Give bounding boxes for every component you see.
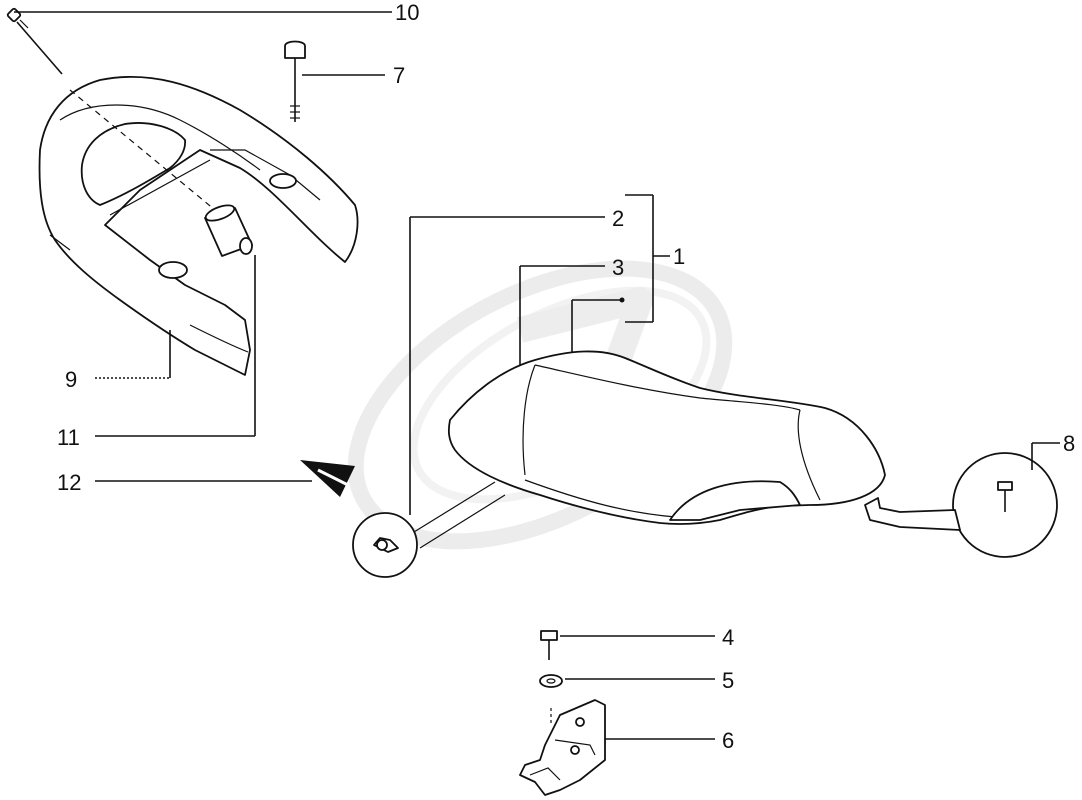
seat-part <box>447 350 886 525</box>
callout-9: 9 <box>65 367 77 392</box>
callout-2: 2 <box>612 206 624 231</box>
bolt-part-7 <box>284 40 306 122</box>
callout-10: 10 <box>395 0 419 25</box>
screw-part-4 <box>540 630 558 660</box>
hinge-detail-circle <box>352 481 506 578</box>
leader-lines <box>14 11 1060 740</box>
callout-6: 6 <box>722 728 734 753</box>
cylinder-part <box>204 204 253 257</box>
callout-12: 12 <box>57 470 81 495</box>
callout-5: 5 <box>722 668 734 693</box>
front-direction-arrow <box>300 460 355 497</box>
long-bolt-part <box>6 7 63 75</box>
hinge-bracket-part <box>519 699 606 796</box>
callout-7: 7 <box>393 63 405 88</box>
callout-11: 11 <box>57 425 80 450</box>
callout-3: 3 <box>612 255 624 280</box>
callout-4: 4 <box>722 625 734 650</box>
screw-detail-circle <box>864 452 1058 558</box>
callout-8: 8 <box>1063 431 1075 456</box>
callout-1: 1 <box>673 244 685 269</box>
grab-rail-part <box>38 75 359 376</box>
washer-part <box>539 674 563 725</box>
